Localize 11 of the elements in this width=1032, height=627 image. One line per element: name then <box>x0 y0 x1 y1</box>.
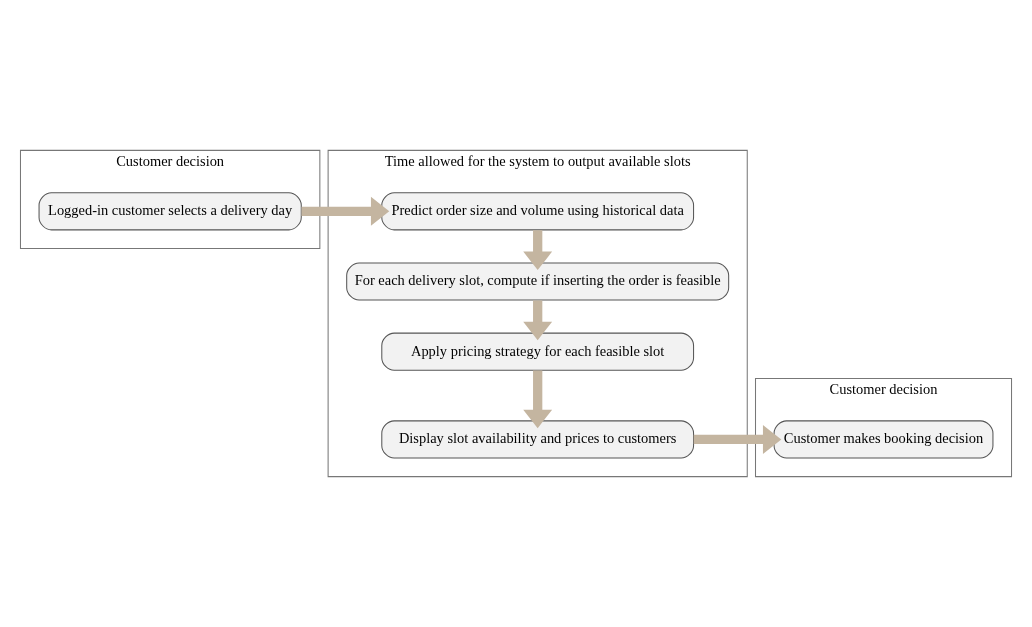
arrow <box>693 425 782 454</box>
node-box: Display slot availability and prices to customers <box>381 420 695 459</box>
node-box: Customer makes booking decision <box>773 420 994 459</box>
arrow <box>523 370 553 429</box>
node-box: For each delivery slot, compute if inserting the order is feasible <box>346 262 730 301</box>
arrow <box>523 230 553 270</box>
node-box: Predict order size and volume using historical data <box>381 192 695 231</box>
arrow <box>523 300 553 341</box>
node-box: Logged-in customer selects a delivery day <box>38 192 302 231</box>
node-box: Apply pricing strategy for each feasible slot <box>381 332 695 371</box>
arrow <box>301 196 390 226</box>
